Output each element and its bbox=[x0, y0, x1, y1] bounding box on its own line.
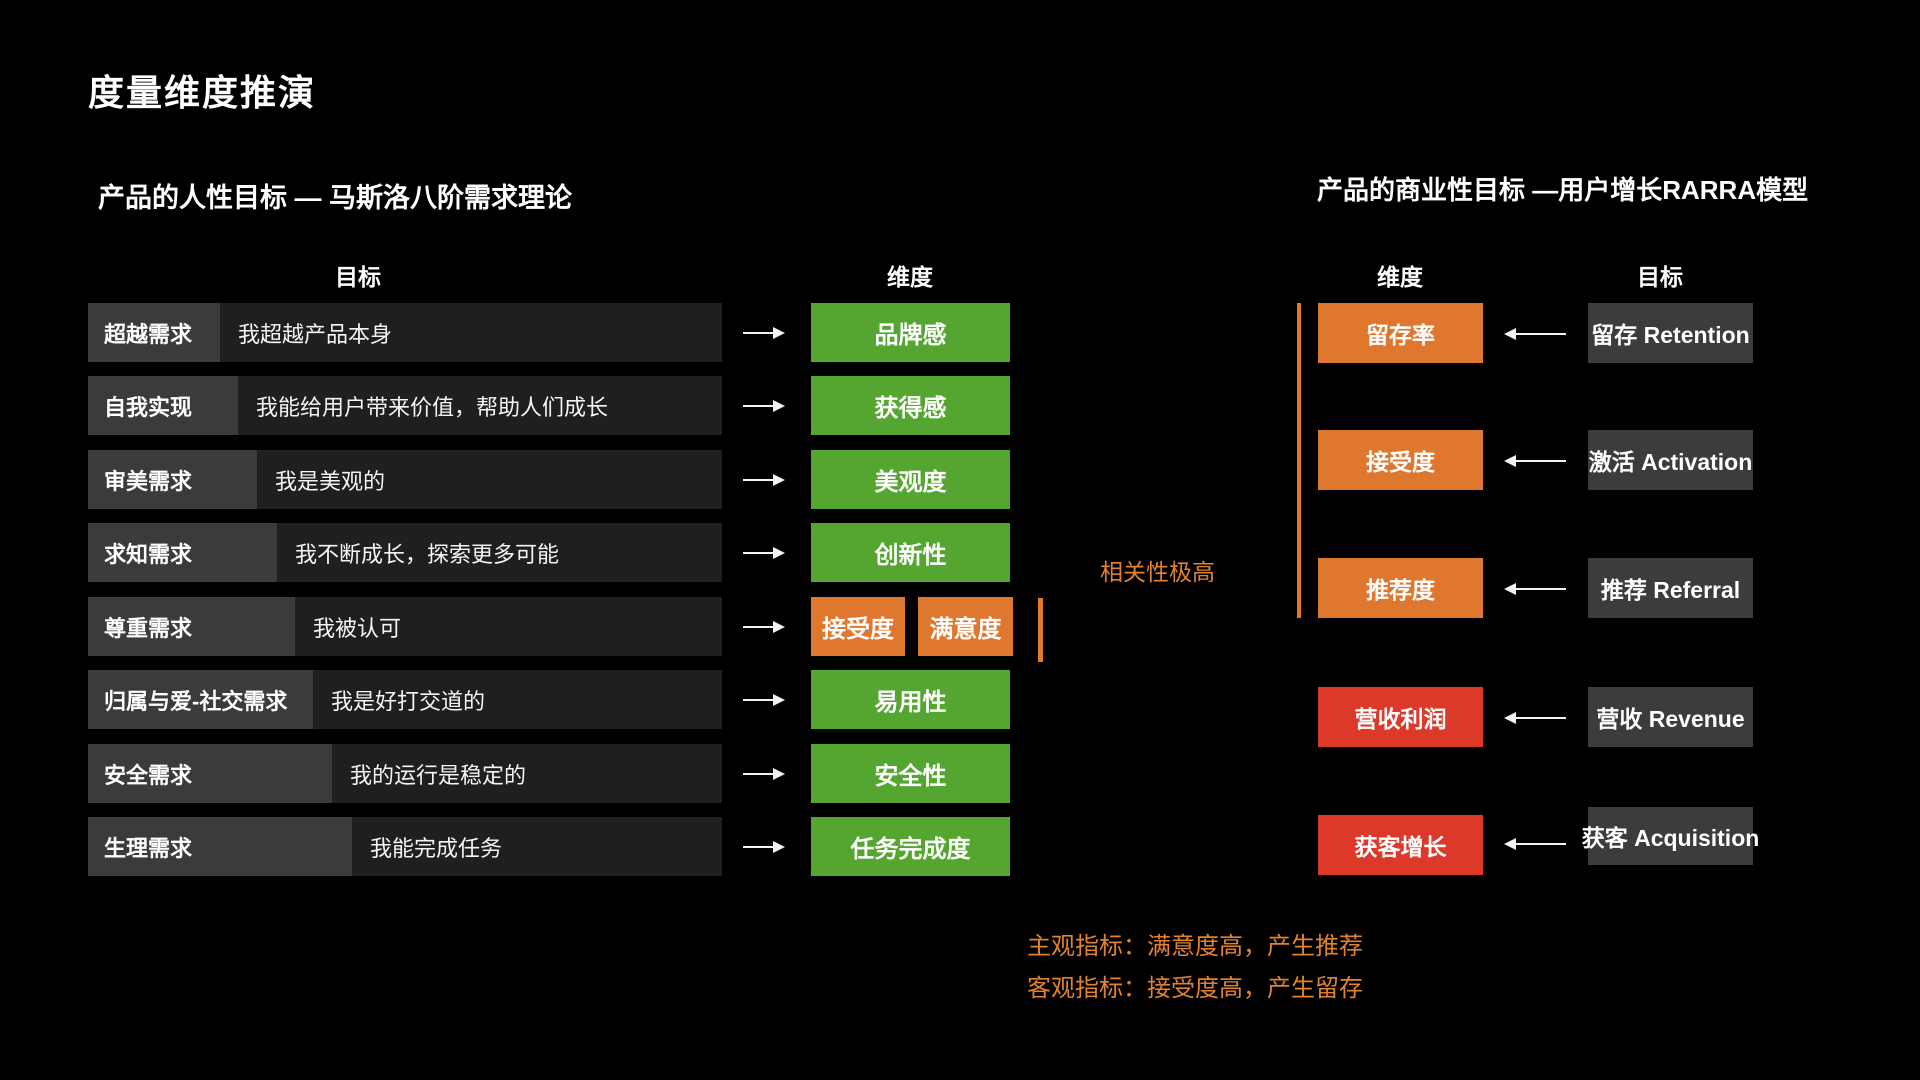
arrow-right-icon bbox=[743, 474, 785, 486]
rarra-goal-box: 获客 Acquisition bbox=[1582, 807, 1759, 865]
dimension-box: 美观度 bbox=[811, 450, 1010, 509]
arrow-left-icon bbox=[1504, 712, 1566, 724]
arrow-right-icon bbox=[743, 768, 785, 780]
need-label: 安全需求 bbox=[88, 744, 332, 803]
dimension-box: 安全性 bbox=[811, 744, 1010, 803]
arrow-right-icon bbox=[743, 841, 785, 853]
need-row: 生理需求 我能完成任务 bbox=[88, 817, 722, 876]
need-label: 生理需求 bbox=[88, 817, 352, 876]
rarra-goal-box: 留存 Retention bbox=[1588, 303, 1753, 363]
need-row: 尊重需求 我被认可 bbox=[88, 597, 722, 656]
arrow-left-icon bbox=[1504, 455, 1566, 467]
correlation-bar-small bbox=[1038, 598, 1043, 662]
arrow-right-icon bbox=[743, 621, 785, 633]
page-title: 度量维度推演 bbox=[88, 72, 317, 113]
dimension-box: 任务完成度 bbox=[811, 817, 1010, 876]
dimension-box: 获得感 bbox=[811, 376, 1010, 435]
right-section-subtitle: 产品的商业性目标 —用户增长RARRA模型 bbox=[1317, 175, 1809, 205]
need-row: 求知需求 我不断成长，探索更多可能 bbox=[88, 523, 722, 582]
rarra-dimension-box: 留存率 bbox=[1318, 303, 1483, 363]
arrow-right-icon bbox=[743, 547, 785, 559]
need-row: 安全需求 我的运行是稳定的 bbox=[88, 744, 722, 803]
correlation-bar-large bbox=[1297, 303, 1301, 618]
dimension-box: 易用性 bbox=[811, 670, 1010, 729]
correlation-note: 相关性极高 bbox=[1100, 559, 1215, 585]
need-row: 超越需求 我超越产品本身 bbox=[88, 303, 722, 362]
rarra-goal-box: 推荐 Referral bbox=[1588, 558, 1753, 618]
dimension-box-satisfaction: 满意度 bbox=[918, 597, 1013, 656]
rarra-dimension-box: 营收利润 bbox=[1318, 687, 1483, 747]
rarra-dimension-box: 推荐度 bbox=[1318, 558, 1483, 618]
dimension-box-acceptance: 接受度 bbox=[811, 597, 905, 656]
need-desc: 我能给用户带来价值，帮助人们成长 bbox=[256, 394, 609, 420]
left-goal-column-header: 目标 bbox=[335, 264, 381, 290]
rarra-goal-box: 营收 Revenue bbox=[1588, 687, 1753, 747]
need-label: 超越需求 bbox=[88, 303, 220, 362]
need-desc: 我是好打交道的 bbox=[331, 688, 486, 714]
need-row: 自我实现 我能给用户带来价值，帮助人们成长 bbox=[88, 376, 722, 435]
rarra-goal-box: 激活 Activation bbox=[1588, 430, 1753, 490]
need-label: 尊重需求 bbox=[88, 597, 295, 656]
objective-indicator-note: 客观指标：接受度高，产生留存 bbox=[1027, 975, 1363, 1002]
arrow-right-icon bbox=[743, 400, 785, 412]
need-desc: 我被认可 bbox=[313, 615, 402, 641]
right-dim-column-header: 维度 bbox=[1377, 264, 1423, 290]
need-desc: 我能完成任务 bbox=[370, 835, 503, 861]
need-label: 求知需求 bbox=[88, 523, 277, 582]
need-label: 归属与爱-社交需求 bbox=[88, 670, 313, 729]
need-desc: 我不断成长，探索更多可能 bbox=[295, 541, 560, 567]
need-row: 归属与爱-社交需求 我是好打交道的 bbox=[88, 670, 722, 729]
rarra-dimension-box: 接受度 bbox=[1318, 430, 1483, 490]
need-label: 审美需求 bbox=[88, 450, 257, 509]
need-row: 审美需求 我是美观的 bbox=[88, 450, 722, 509]
need-desc: 我的运行是稳定的 bbox=[350, 762, 527, 788]
arrow-right-icon bbox=[743, 694, 785, 706]
left-dim-column-header: 维度 bbox=[887, 264, 933, 290]
need-label: 自我实现 bbox=[88, 376, 238, 435]
dimension-box: 品牌感 bbox=[811, 303, 1010, 362]
arrow-left-icon bbox=[1504, 583, 1566, 595]
dimension-box: 创新性 bbox=[811, 523, 1010, 582]
arrow-left-icon bbox=[1504, 328, 1566, 340]
need-desc: 我是美观的 bbox=[275, 468, 386, 494]
subjective-indicator-note: 主观指标：满意度高，产生推荐 bbox=[1027, 933, 1363, 960]
right-goal-column-header: 目标 bbox=[1637, 264, 1683, 290]
arrow-left-icon bbox=[1504, 838, 1566, 850]
rarra-dimension-box: 获客增长 bbox=[1318, 815, 1483, 875]
left-section-subtitle: 产品的人性目标 — 马斯洛八阶需求理论 bbox=[98, 183, 573, 213]
arrow-right-icon bbox=[743, 327, 785, 339]
need-desc: 我超越产品本身 bbox=[238, 321, 393, 347]
